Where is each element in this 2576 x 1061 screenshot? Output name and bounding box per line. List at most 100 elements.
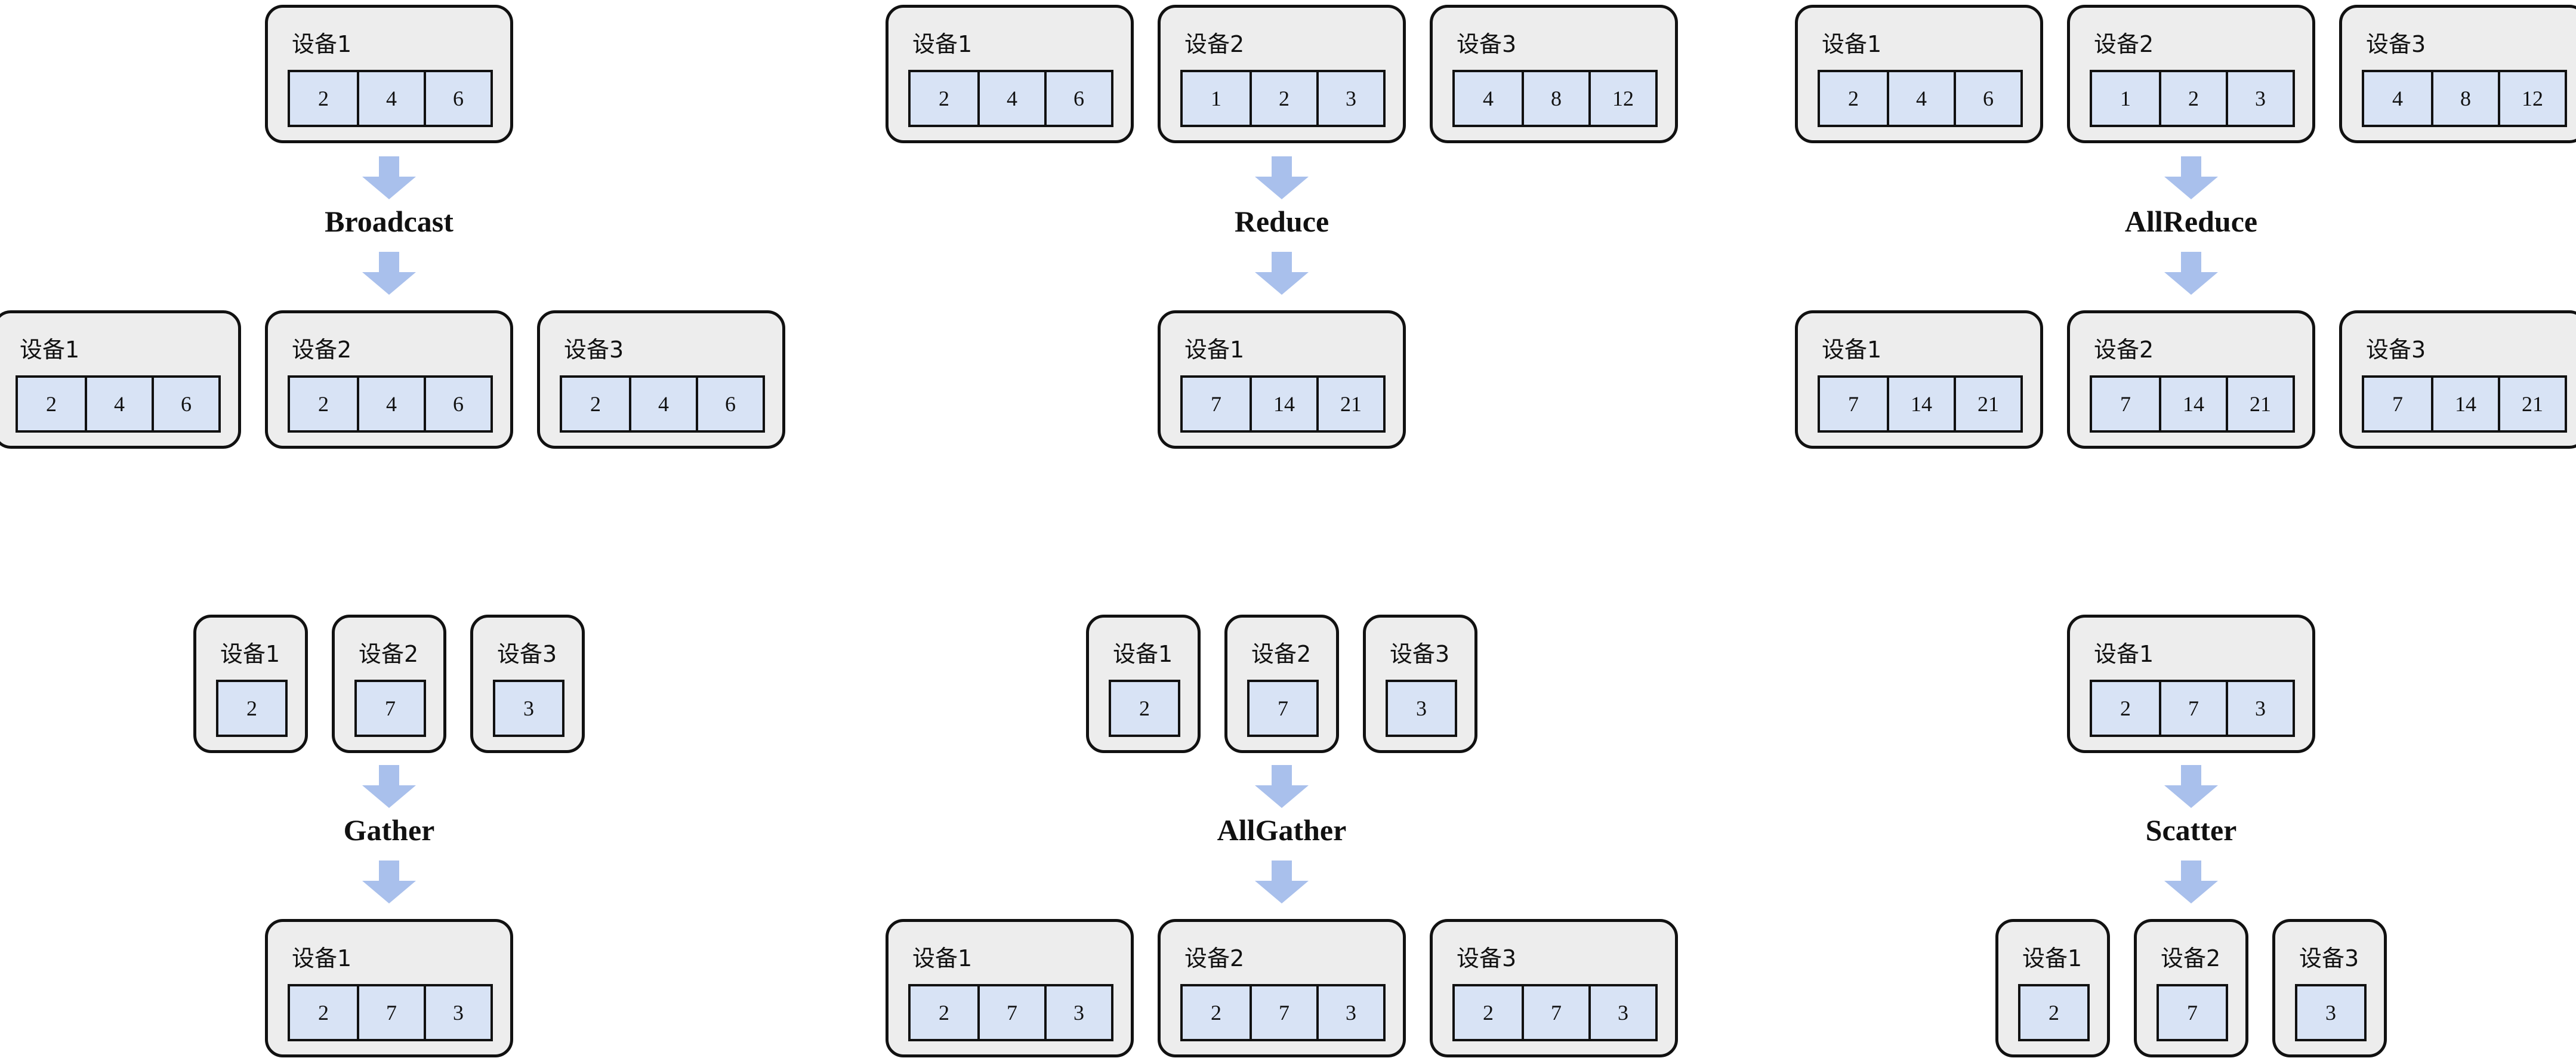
arrow-down-icon xyxy=(362,765,416,808)
value-cell: 1 xyxy=(1211,87,1221,110)
value-cell: 2 xyxy=(318,1001,329,1025)
arrow-down-icon xyxy=(1255,156,1309,199)
arrow-down-icon xyxy=(2164,860,2218,903)
value-cell: 6 xyxy=(1954,72,2020,125)
value-cell: 21 xyxy=(2498,378,2565,430)
device-label: 设备1 xyxy=(1822,31,1882,57)
value-cell: 2 xyxy=(2120,696,2131,720)
device-label: 设备2 xyxy=(2094,337,2154,363)
value-cell: 2 xyxy=(1211,1001,1221,1025)
device-label: 设备1 xyxy=(1822,337,1882,363)
value-cell: 7 xyxy=(357,986,424,1039)
value-cell: 6 xyxy=(424,72,490,125)
value-cell: 1 xyxy=(2120,87,2131,110)
value-cell: 2 xyxy=(318,87,329,110)
value-cell: 7 xyxy=(2392,392,2403,416)
value-cell: 14 xyxy=(2431,378,2498,430)
value-cell: 21 xyxy=(1316,378,1383,430)
value-cell: 8 xyxy=(1522,72,1588,125)
value-cell: 2 xyxy=(1848,87,1859,110)
value-array: 3 xyxy=(2295,984,2367,1041)
arrow-down-icon xyxy=(362,156,416,199)
value-cell: 7 xyxy=(1522,986,1588,1039)
device-label: 设备1 xyxy=(2022,945,2083,971)
arrow-down-icon xyxy=(1255,765,1309,808)
device-label: 设备3 xyxy=(2299,945,2359,971)
device-label: 设备2 xyxy=(359,641,419,667)
value-cell: 2 xyxy=(318,392,329,416)
value-cell: 4 xyxy=(357,72,424,125)
device-label: 设备1 xyxy=(1113,641,1173,667)
device-label: 设备3 xyxy=(1457,945,1517,971)
value-array: 7 xyxy=(354,680,426,737)
device-label: 设备3 xyxy=(564,337,624,363)
value-cell: 3 xyxy=(1044,986,1111,1039)
value-cell: 2 xyxy=(46,392,57,416)
arrow-down-icon xyxy=(2164,252,2218,295)
device-label: 设备1 xyxy=(20,337,80,363)
value-array: 2 xyxy=(2018,984,2090,1041)
value-cell: 14 xyxy=(2159,378,2226,430)
arrow-down-icon xyxy=(362,252,416,295)
device-label: 设备2 xyxy=(2161,945,2221,971)
value-cell: 7 xyxy=(1848,392,1859,416)
value-cell: 4 xyxy=(1887,72,1954,125)
value-cell: 3 xyxy=(2226,682,2293,735)
device-box: 设备3 3 xyxy=(2272,919,2387,1057)
device-label: 设备1 xyxy=(912,31,973,57)
value-cell: 3 xyxy=(1316,72,1383,125)
value-cell: 3 xyxy=(424,986,490,1039)
device-box: 设备1 2 xyxy=(1086,615,1201,753)
value-cell: 2 xyxy=(246,696,257,720)
value-cell: 14 xyxy=(1887,378,1954,430)
operation-label: Scatter xyxy=(2145,813,2237,847)
value-array: 2 xyxy=(216,680,288,737)
device-label: 设备3 xyxy=(497,641,557,667)
value-cell: 7 xyxy=(385,696,396,720)
value-cell: 2 xyxy=(1139,696,1150,720)
value-cell: 2 xyxy=(2049,1001,2059,1025)
value-cell: 14 xyxy=(1250,378,1316,430)
value-cell: 2 xyxy=(1483,1001,1494,1025)
device-label: 设备2 xyxy=(1184,945,1245,971)
value-cell: 2 xyxy=(2159,72,2226,125)
value-cell: 21 xyxy=(1954,378,2020,430)
value-cell: 8 xyxy=(2431,72,2498,125)
value-cell: 4 xyxy=(85,378,152,430)
operation-label: Broadcast xyxy=(325,205,454,238)
value-cell: 4 xyxy=(629,378,696,430)
value-cell: 12 xyxy=(2498,72,2565,125)
value-cell: 4 xyxy=(1483,87,1494,110)
value-cell: 7 xyxy=(1278,696,1288,720)
value-cell: 7 xyxy=(2120,392,2131,416)
device-label: 设备3 xyxy=(2366,337,2426,363)
